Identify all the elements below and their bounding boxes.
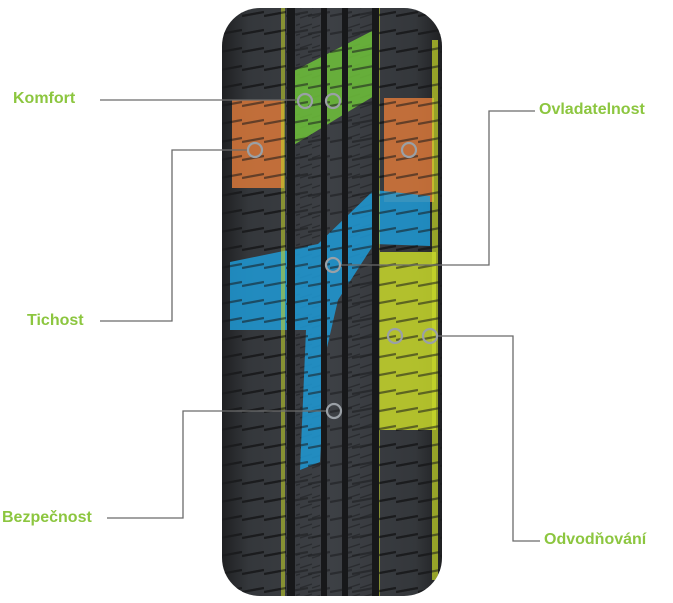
leader-tichost bbox=[100, 149, 248, 322]
marker-komfort-1 bbox=[296, 92, 314, 110]
groove-center-right bbox=[342, 8, 348, 596]
leader-odvodnovani bbox=[437, 335, 540, 542]
markers bbox=[246, 92, 439, 420]
groove-center-left bbox=[321, 8, 327, 596]
leader-lines bbox=[100, 99, 540, 542]
label-bezpecnost: Bezpečnost bbox=[2, 509, 92, 526]
tire bbox=[222, 8, 442, 596]
marker-bezpecnost bbox=[325, 402, 343, 420]
groove-left bbox=[287, 8, 295, 596]
groove-right bbox=[372, 8, 379, 596]
marker-tichost bbox=[324, 256, 342, 274]
marker-drainage-1 bbox=[386, 327, 404, 345]
label-ovladatelnost: Ovladatelnost bbox=[539, 101, 645, 118]
leader-ovladatelnost bbox=[340, 110, 535, 266]
label-komfort: Komfort bbox=[13, 90, 76, 107]
marker-drainage-2 bbox=[421, 327, 439, 345]
label-odvodnovani: Odvodňování bbox=[544, 531, 647, 548]
leader-bezpecnost bbox=[107, 410, 327, 519]
marker-handling-right bbox=[400, 141, 418, 159]
marker-komfort-2 bbox=[324, 92, 342, 110]
marker-handling-left bbox=[246, 141, 264, 159]
label-tichost: Tichost bbox=[27, 312, 84, 329]
